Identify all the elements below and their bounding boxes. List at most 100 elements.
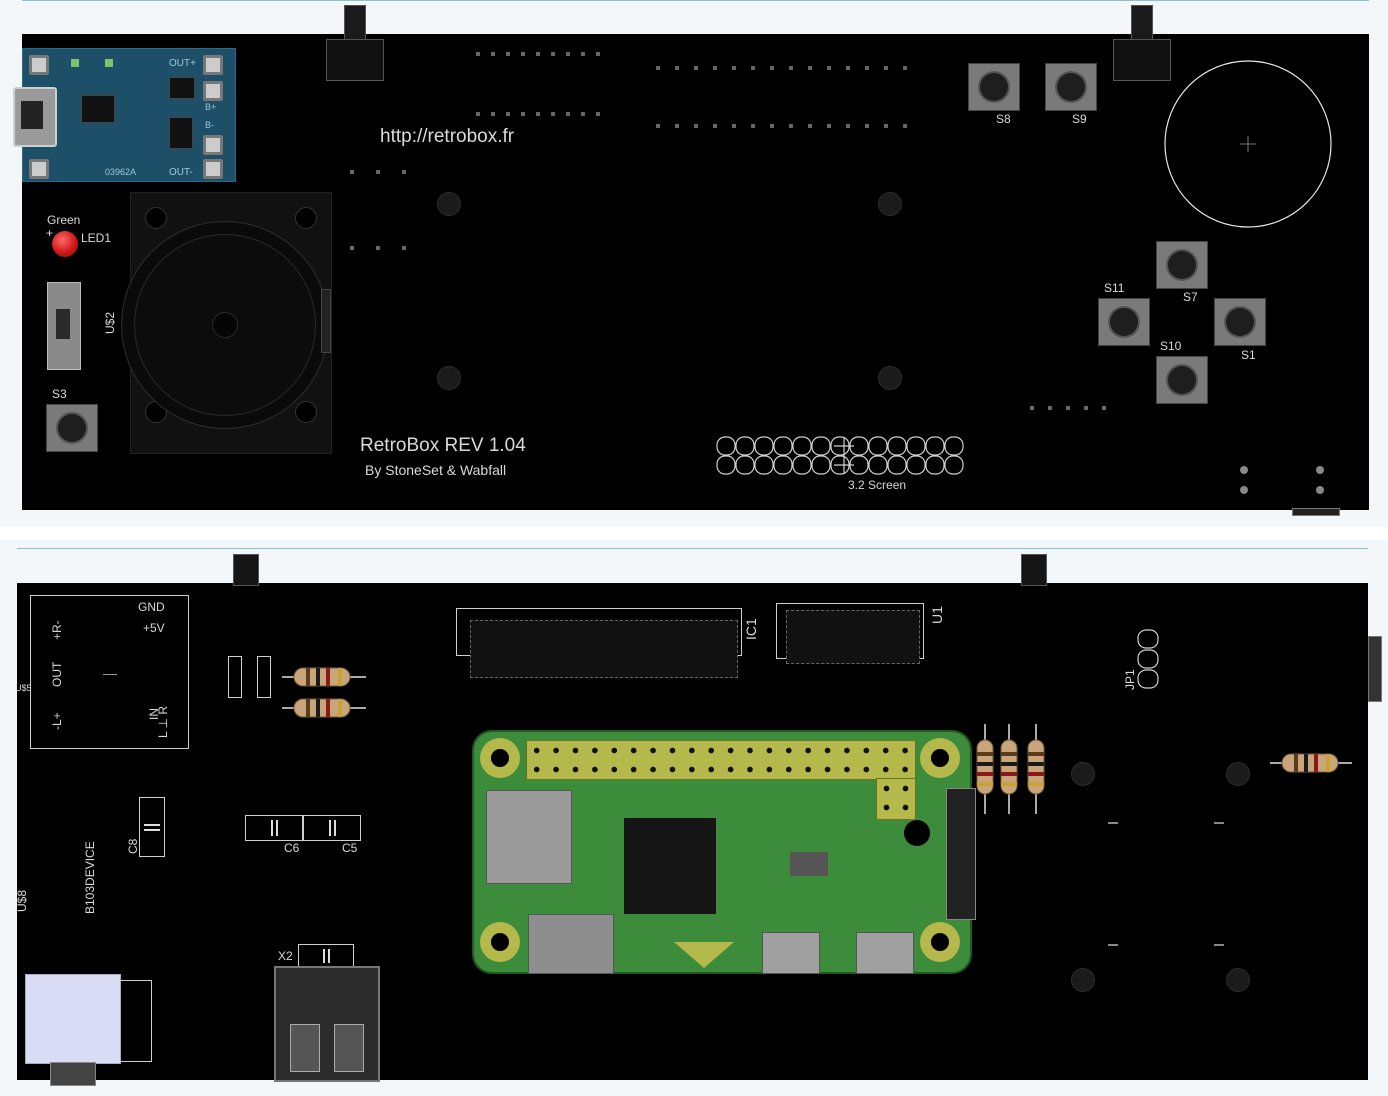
mounting-hole — [1226, 762, 1250, 786]
shoulder-button-stem-right — [1021, 554, 1047, 586]
pad-row — [656, 124, 907, 128]
audio-jack[interactable] — [25, 974, 121, 1064]
pad-mark — [1240, 466, 1248, 474]
pad-mark — [1240, 486, 1248, 494]
sd-card-slot — [486, 790, 572, 884]
led-ref-label: LED1 — [81, 231, 112, 245]
resistor-group — [976, 724, 1045, 814]
joystick-screw-hole — [295, 207, 317, 229]
pad-mark — [1214, 944, 1224, 946]
x2-label: X2 — [278, 949, 293, 963]
s1-button[interactable] — [1214, 298, 1266, 346]
screen-mounting-hole — [878, 366, 902, 390]
side-connector — [1368, 636, 1382, 702]
pi-mounting-hole — [920, 922, 960, 962]
power-switch[interactable] — [47, 282, 81, 370]
u1-label: U1 — [929, 606, 945, 624]
screen-connector — [716, 436, 964, 475]
joystick-ref-label: U$2 — [103, 311, 117, 334]
c8-label: C8 — [126, 838, 140, 854]
screen-mounting-hole — [437, 366, 461, 390]
amplifier-module — [30, 595, 189, 749]
u1-chip — [786, 610, 920, 664]
s10-label: S10 — [1160, 339, 1182, 353]
shoulder-button-left[interactable] — [326, 5, 384, 85]
amp-ref-label: U$5 — [15, 683, 32, 693]
capacitor-c6 — [245, 815, 303, 841]
audio-jack-outline — [119, 980, 152, 1062]
s3-label: S3 — [52, 387, 67, 401]
capacitor-c5 — [303, 815, 361, 841]
amp-5v-label: +5V — [143, 621, 165, 635]
mounting-hole — [1071, 968, 1095, 992]
ic1-label: IC1 — [743, 618, 759, 640]
board-title: RetroBox REV 1.04 — [360, 435, 526, 456]
pad-row — [350, 170, 406, 174]
charger-chip — [81, 95, 115, 123]
antenna-triangle — [674, 942, 734, 968]
s7-button[interactable] — [1156, 241, 1208, 289]
amp-lr-label: L ⊥ R — [156, 705, 170, 738]
resistor-horizontal — [1270, 753, 1352, 773]
board-authors: By StoneSet & Wabfall — [365, 462, 507, 478]
gpio-header — [526, 740, 916, 780]
frame-edge-line — [22, 0, 1369, 1]
pad-mark — [1316, 486, 1324, 494]
charger-out-plus: OUT+ — [169, 58, 196, 69]
amp-gnd-label: GND — [138, 600, 165, 614]
s9-label: S9 — [1072, 112, 1087, 126]
s11-button[interactable] — [1098, 298, 1150, 346]
micro-usb-port[interactable] — [762, 932, 820, 974]
pad-row — [476, 112, 600, 116]
jp1-label: JP1 — [1123, 669, 1137, 690]
screen-label: 3.2 Screen — [848, 478, 907, 492]
device-label: B103DEVICE — [83, 841, 97, 914]
charger-b-plus: B+ — [205, 102, 217, 112]
s8-label: S8 — [996, 112, 1011, 126]
soc-chip — [624, 818, 716, 914]
mounting-hole — [1071, 762, 1095, 786]
screen-mounting-hole — [878, 192, 902, 216]
shoulder-button-right[interactable] — [1113, 5, 1171, 85]
amp-lplus-label: -L+ — [50, 712, 64, 730]
c6-label: C6 — [284, 841, 300, 855]
frame-edge-line — [17, 548, 1368, 549]
speaker-outline — [1164, 60, 1332, 228]
s8-button[interactable] — [968, 63, 1020, 111]
s9-button[interactable] — [1045, 63, 1097, 111]
shoulder-button-stem-left — [233, 554, 259, 586]
joystick-screw-hole — [295, 401, 317, 423]
s11-label: S11 — [1104, 281, 1125, 295]
raspberry-pi-zero — [472, 730, 976, 974]
pi-mounting-hole — [480, 738, 520, 778]
camera-connector — [946, 788, 976, 920]
pad-row — [476, 52, 600, 56]
pad-mark — [1108, 944, 1118, 946]
pi-mounting-hole — [920, 738, 960, 778]
mounting-hole — [1226, 968, 1250, 992]
charger-label: 03962A — [105, 167, 137, 177]
joystick-cap[interactable] — [121, 221, 329, 429]
led-plus-label: + — [46, 226, 54, 240]
small-chip — [790, 852, 828, 876]
micro-usb-port[interactable] — [856, 932, 914, 974]
s10-button[interactable] — [1156, 356, 1208, 404]
led-icon — [52, 231, 78, 257]
usb-host-port[interactable] — [274, 966, 380, 1082]
pad-mark — [1214, 822, 1224, 824]
amp-out-label: OUT — [50, 661, 64, 687]
mini-hdmi-port[interactable] — [528, 914, 614, 974]
s3-button[interactable] — [46, 404, 98, 452]
charger-b-minus: B- — [205, 120, 214, 130]
joystick[interactable] — [121, 192, 332, 454]
pad-row — [656, 66, 907, 70]
x2-capacitor — [298, 944, 354, 968]
jp1-jumper — [1137, 629, 1159, 689]
screen-mounting-hole — [437, 192, 461, 216]
pad-mark — [1316, 466, 1324, 474]
resistor-vertical — [228, 656, 242, 698]
capacitor-c8 — [139, 797, 165, 857]
amp-rplus-label: +R- — [50, 620, 64, 640]
s1-label: S1 — [1241, 348, 1256, 362]
website-label: http://retrobox.fr — [380, 126, 515, 147]
